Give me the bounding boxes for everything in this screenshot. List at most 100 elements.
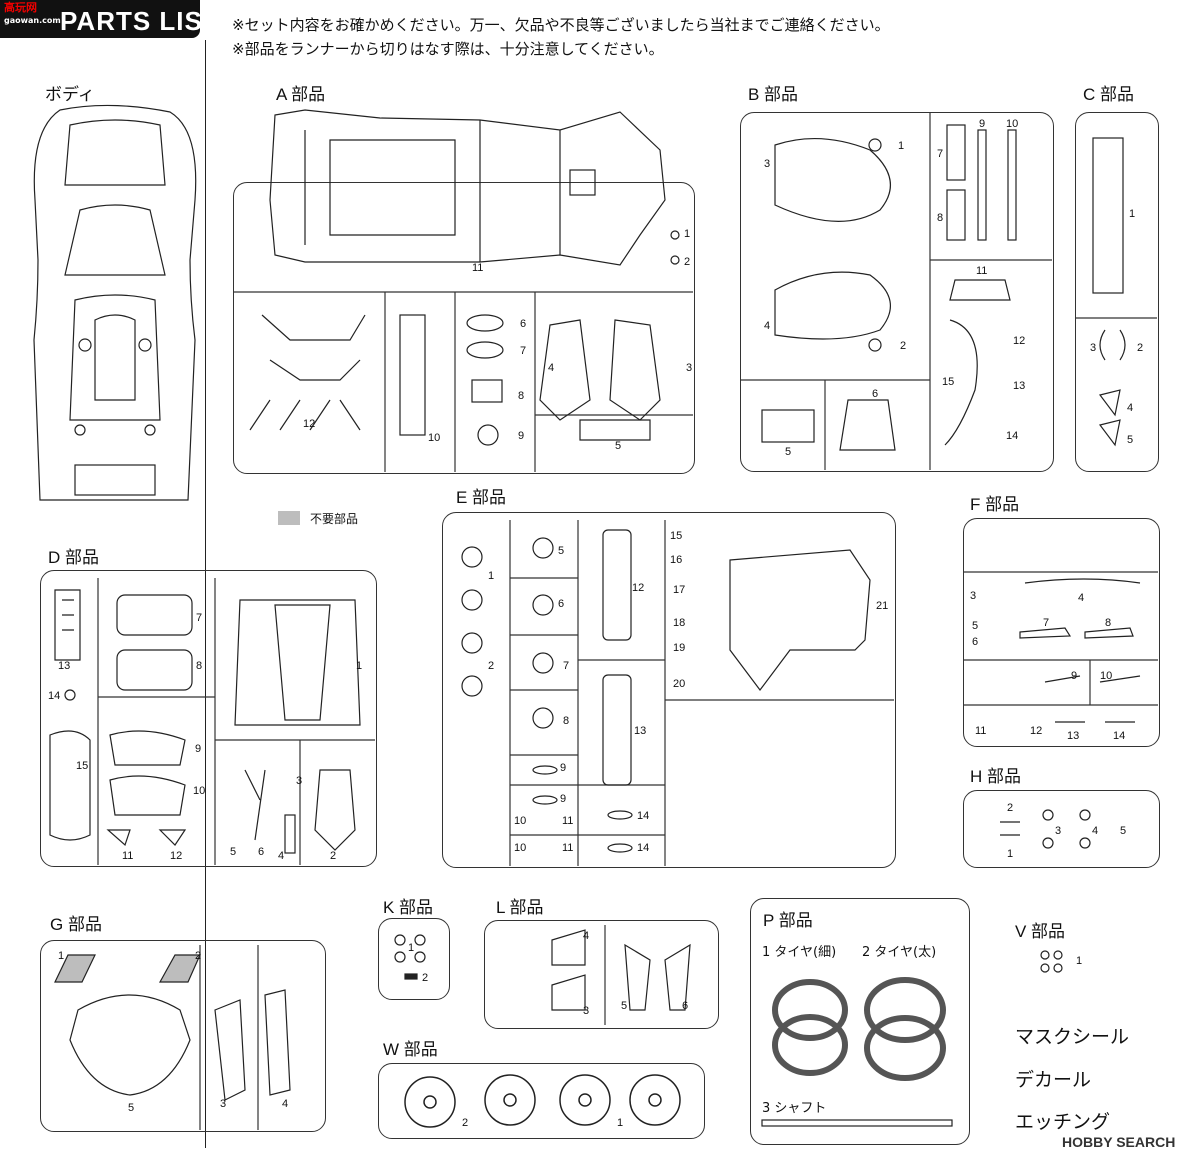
f-part-9: 9 <box>1071 670 1078 682</box>
a-part-8: 8 <box>518 390 525 402</box>
e-runner-dividers <box>509 520 894 866</box>
e-part-21: 21 <box>876 600 889 612</box>
g-part-3: 3 <box>220 1098 227 1110</box>
runner-a <box>233 182 695 474</box>
f-part-5: 5 <box>972 620 979 632</box>
c-part-2: 2 <box>1137 342 1144 354</box>
p-tire-thick-label: 2 タイヤ(太) <box>862 945 937 960</box>
e-part-18: 18 <box>673 617 686 629</box>
d-part-14: 14 <box>48 690 61 702</box>
f-part-4: 4 <box>1078 592 1085 604</box>
e-part-10b: 10 <box>514 842 527 854</box>
d-part-13: 13 <box>58 660 71 672</box>
a-chassis-drawing <box>269 109 666 266</box>
b-part-15: 15 <box>942 376 955 388</box>
runner-frame <box>205 40 1181 1148</box>
k-part-1: 1 <box>408 942 415 954</box>
mask-seal-label: マスクシール <box>1015 1027 1130 1048</box>
h-part-3: 3 <box>1055 825 1062 837</box>
section-title-f: F 部品 <box>970 495 1020 514</box>
c-parts-drawing <box>1092 137 1126 447</box>
section-title-k: K 部品 <box>383 898 434 917</box>
runner-c <box>1075 112 1159 472</box>
unneeded-parts-label: 不要部品 <box>310 512 359 526</box>
g-part-4: 4 <box>282 1098 289 1110</box>
d-part-2: 2 <box>330 850 337 862</box>
e-part-1: 1 <box>488 570 495 582</box>
section-title-e: E 部品 <box>456 488 507 507</box>
d-part-8: 8 <box>196 660 203 672</box>
e-part-9b: 9 <box>560 793 567 805</box>
b-runner-dividers <box>740 112 1052 470</box>
d-part-1: 1 <box>356 660 363 672</box>
f-part-12: 12 <box>1030 725 1043 737</box>
b-part-2: 2 <box>900 340 907 352</box>
l-part-5: 5 <box>621 1000 628 1012</box>
section-title-body: ボディ <box>45 85 95 104</box>
b-part-14: 14 <box>1006 430 1019 442</box>
runner-l <box>484 920 719 1029</box>
b-part-6: 6 <box>872 388 879 400</box>
runner-e <box>442 512 896 868</box>
f-part-6: 6 <box>972 636 979 648</box>
p-shaft-label: 3 シャフト <box>762 1101 827 1116</box>
h-part-5: 5 <box>1120 825 1127 837</box>
d-part-10: 10 <box>193 785 206 797</box>
d-part-9: 9 <box>195 743 202 755</box>
a-small-parts <box>249 230 680 446</box>
e-part-6: 6 <box>558 598 565 610</box>
b-part-3: 3 <box>764 158 771 170</box>
body-shell-drawing <box>33 104 197 501</box>
e-part-15: 15 <box>670 530 683 542</box>
k-part-2: 2 <box>422 972 429 984</box>
e-part-9a: 9 <box>560 762 567 774</box>
b-part-10: 10 <box>1006 118 1019 130</box>
e-part-7: 7 <box>563 660 570 672</box>
c-part-4: 4 <box>1127 402 1134 414</box>
c-part-5: 5 <box>1127 434 1134 446</box>
section-title-v: V 部品 <box>1015 922 1066 941</box>
a-runner-dividers <box>233 291 693 472</box>
b-parts-drawing <box>761 124 1017 451</box>
a-part-5: 5 <box>615 440 622 452</box>
f-part-14: 14 <box>1113 730 1126 742</box>
e-part-10a: 10 <box>514 815 527 827</box>
w-part-1: 1 <box>617 1117 624 1129</box>
v-parts-drawing <box>1040 950 1063 973</box>
f-runner-dividers <box>963 571 1158 706</box>
note-careful-cut: ※部品をランナーから切りはなす際は、十分注意してください。 <box>232 40 664 58</box>
hobby-search-watermark: HOBBY SEARCH <box>1062 1134 1176 1150</box>
p-tires-drawing <box>772 977 946 1081</box>
e-part-11a: 11 <box>562 815 574 827</box>
page-title: PARTS LIST <box>60 6 220 36</box>
f-part-11: 11 <box>975 725 987 737</box>
k-parts-drawing <box>394 934 426 980</box>
f-part-7: 7 <box>1043 617 1050 629</box>
d-part-11: 11 <box>122 850 134 862</box>
d-parts-drawing <box>49 589 361 854</box>
e-part-5: 5 <box>558 545 565 557</box>
a-part-4: 4 <box>548 362 555 374</box>
d-part-15: 15 <box>76 760 89 772</box>
a-part-9: 9 <box>518 430 525 442</box>
e-part-16: 16 <box>670 554 683 566</box>
b-part-13: 13 <box>1013 380 1026 392</box>
a-part-10: 10 <box>428 432 441 444</box>
b-part-11: 11 <box>976 265 988 277</box>
h-part-1: 1 <box>1007 848 1014 860</box>
etching-label: エッチング <box>1015 1112 1111 1133</box>
section-title-d: D 部品 <box>48 548 99 567</box>
section-title-g: G 部品 <box>50 915 102 934</box>
a-part-12: 12 <box>303 418 316 430</box>
section-title-h: H 部品 <box>970 767 1021 786</box>
h-part-2: 2 <box>1007 802 1014 814</box>
h-part-4: 4 <box>1092 825 1099 837</box>
runner-k <box>378 918 450 1000</box>
section-title-b: B 部品 <box>748 85 799 104</box>
f-part-8: 8 <box>1105 617 1112 629</box>
v-part-1: 1 <box>1076 955 1083 967</box>
a-part-2: 2 <box>684 256 691 268</box>
g-part-5: 5 <box>128 1102 135 1114</box>
